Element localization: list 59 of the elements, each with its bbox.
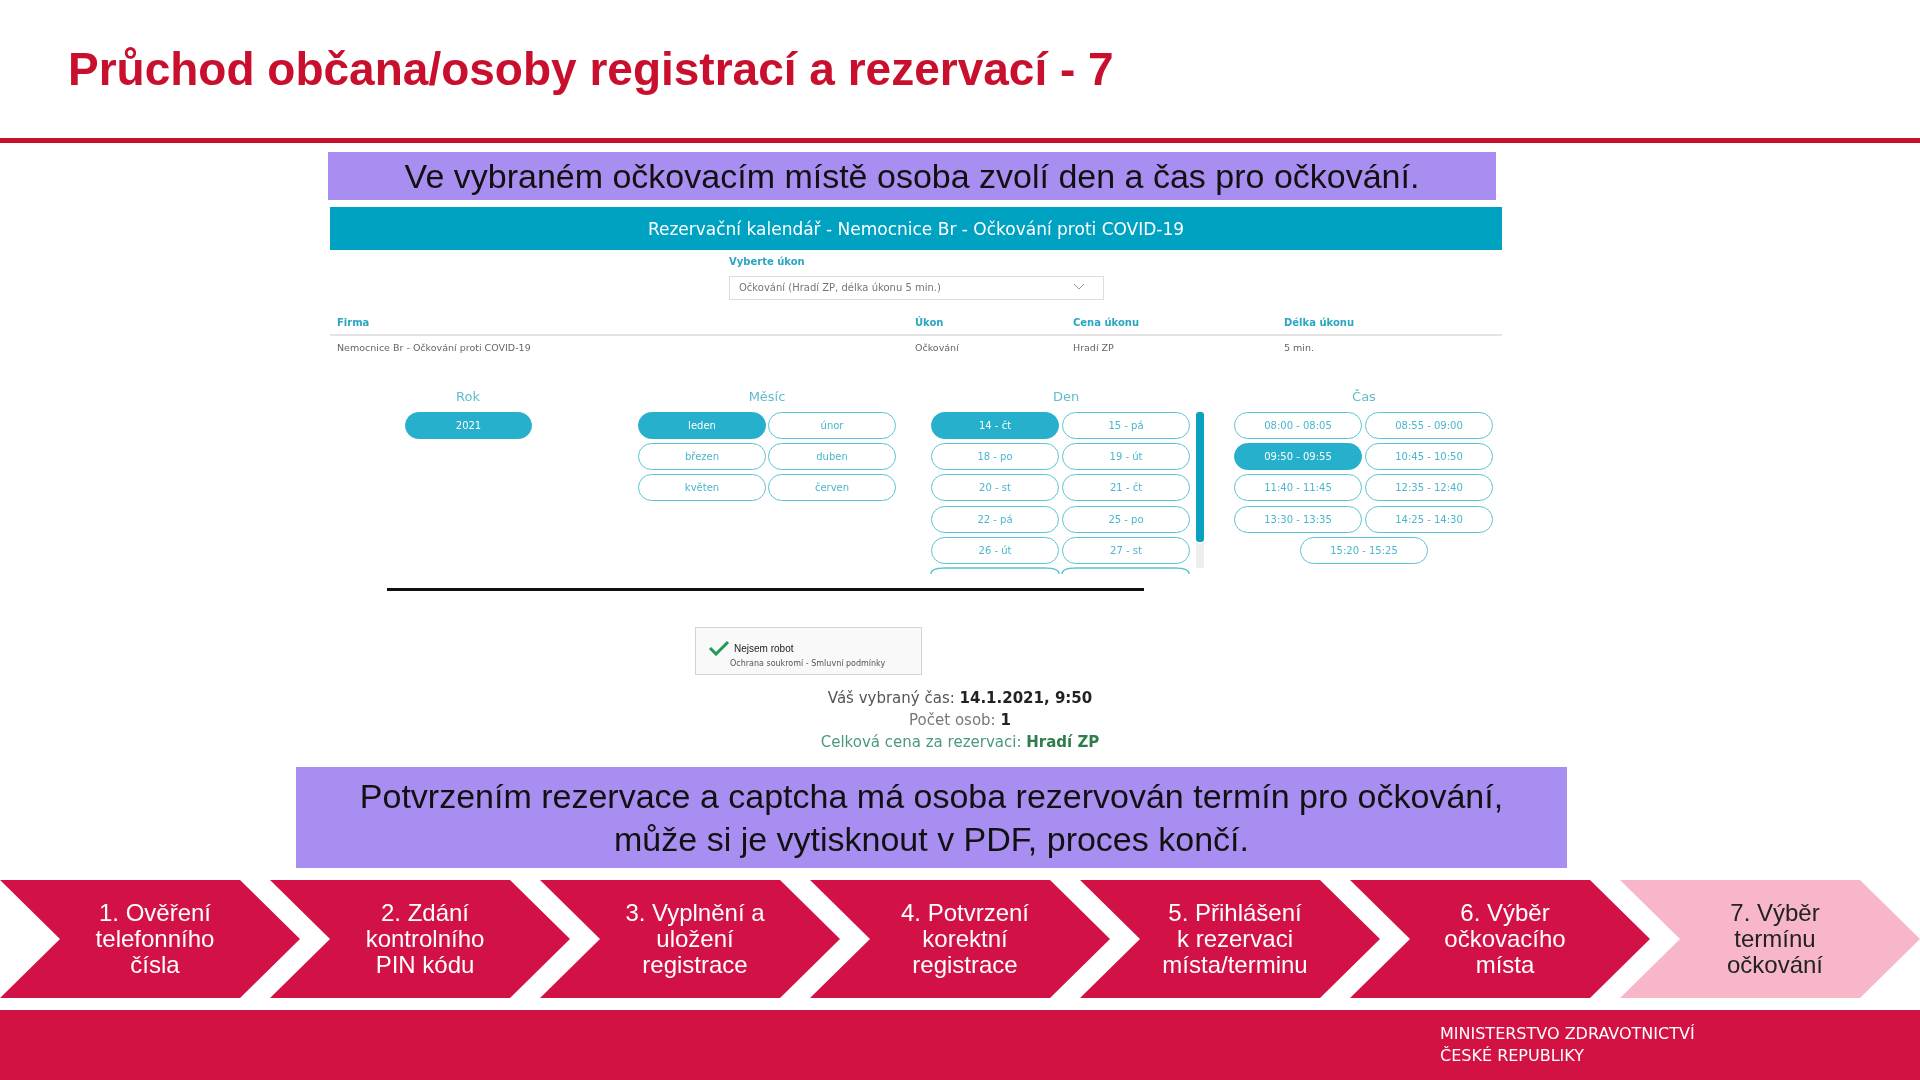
callout-banner — [296, 767, 1567, 868]
option-pill: 19 - út — [1062, 443, 1190, 470]
option-pill: 14 - čt — [931, 412, 1059, 439]
option-pill: 12:35 - 12:40 — [1365, 474, 1493, 501]
captcha-label: Nejsem robot — [734, 643, 794, 654]
option-pill: 13:30 - 13:35 — [1234, 506, 1362, 533]
summary-text: Počet osob: 1 — [908, 711, 1012, 729]
table-cell: Očkování — [915, 342, 959, 353]
summary-text: Celková cena za rezervaci: Hradí ZP — [819, 733, 1101, 751]
summary-text: Váš vybraný čas: 14.1.2021, 9:50 — [826, 689, 1094, 707]
callout-banner — [328, 152, 1496, 200]
dropdown-field: Očkování (Hradí ZP, délka úkonu 5 min.) — [729, 276, 1104, 300]
ministry-name: MINISTERSTVO ZDRAVOTNICTVÍ ČESKÉ REPUBLIKY — [1440, 1023, 1696, 1068]
option-pill: 26 - út — [931, 537, 1059, 564]
option-pill: 22 - pá — [931, 506, 1059, 533]
column-title: Měsíc — [747, 389, 787, 404]
step-label: 1. Ověření telefonního čísla — [94, 898, 216, 980]
option-pill: 27 - st — [1062, 537, 1190, 564]
column-header: Délka úkonu — [1284, 317, 1354, 328]
option-pill: 18 - po — [931, 443, 1059, 470]
option-pill: 25 - po — [1062, 506, 1190, 533]
column-title: Čas — [1351, 389, 1377, 404]
option-pill: 21 - čt — [1062, 474, 1190, 501]
step-label: 7. Výběr termínu očkování — [1725, 898, 1825, 980]
table-cell: Hradí ZP — [1073, 342, 1114, 353]
option-pill: březen — [638, 443, 766, 470]
step-label: 5. Přihlášení k rezervaci místa/terminu — [1161, 898, 1309, 980]
slide-title: Průchod občana/osoby registrací a rezervací - 7 — [68, 42, 1114, 96]
step-label: 2. Zdání kontrolního PIN kódu — [364, 898, 486, 980]
option-pill: 14:25 - 14:30 — [1365, 506, 1493, 533]
column-header: Cena úkonu — [1073, 317, 1140, 328]
option-pill: 08:00 - 08:05 — [1234, 412, 1362, 439]
option-pill: červen — [768, 474, 896, 501]
option-pill: 08:55 - 09:00 — [1365, 412, 1493, 439]
option-pill: 15 - pá — [1062, 412, 1190, 439]
option-pill: leden — [638, 412, 766, 439]
option-pill: květen — [638, 474, 766, 501]
callout-text: Potvrzením rezervace a captcha má osoba rezervován termín pro očkování, může si je vytisknout v PDF, proces končí. — [358, 776, 1505, 860]
option-pill: 09:50 - 09:55 — [1234, 443, 1362, 470]
column-header: Firma — [337, 317, 370, 328]
option-pill: 15:20 - 15:25 — [1300, 537, 1428, 564]
column-title: Rok — [455, 389, 481, 404]
option-pill: 2021 — [405, 412, 532, 439]
step-label: 6. Výběr očkovacího místa — [1443, 898, 1567, 980]
column-title: Den — [1051, 389, 1081, 404]
callout-text: Ve vybraném očkovacím místě osoba zvolí den a čas pro očkování. — [403, 155, 1421, 197]
step-label: 4. Potvrzení korektní registrace — [899, 898, 1031, 980]
captcha-links: Ochrana soukromí - Smluvní podmínky — [730, 659, 886, 668]
table-cell: Nemocnice Br - Očkování proti COVID-19 — [337, 342, 531, 353]
header-bar: Rezervační kalendář - Nemocnice Br - Očkování proti COVID-19 — [330, 207, 1502, 250]
option-pill: 10:45 - 10:50 — [1365, 443, 1493, 470]
table-cell: 5 min. — [1284, 342, 1314, 353]
column-header: Úkon — [915, 317, 944, 328]
option-pill: 11:40 - 11:45 — [1234, 474, 1362, 501]
step-label: 3. Vyplnění a uložení registrace — [624, 898, 766, 980]
option-pill: únor — [768, 412, 896, 439]
option-pill: duben — [768, 443, 896, 470]
field-label: Vyberte úkon — [729, 256, 805, 267]
option-pill: 20 - st — [931, 474, 1059, 501]
